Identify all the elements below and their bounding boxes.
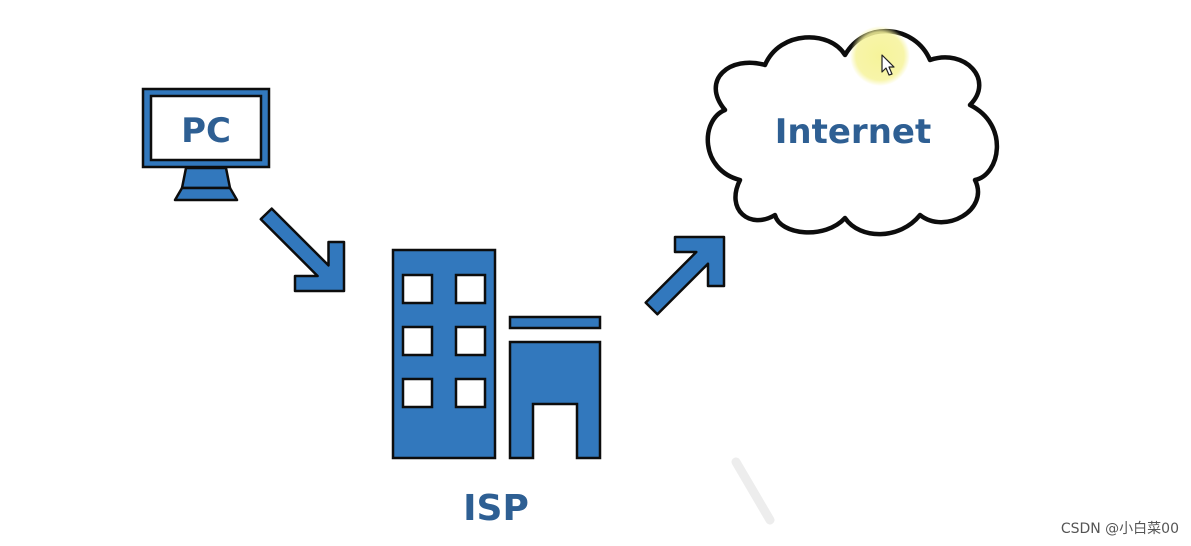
monitor-icon [141, 87, 271, 202]
watermark-text: CSDN @小白菜00 [1060, 521, 1179, 537]
faint-smudge [731, 457, 775, 525]
pc-label: PC [181, 111, 231, 151]
mouse-cursor-icon [881, 54, 895, 76]
isp-label: ISP [463, 488, 529, 529]
isp-node: ISP [391, 248, 602, 529]
internet-node: Internet [705, 26, 1000, 237]
building-icon [391, 248, 602, 460]
arrow-pc-to-isp [259, 207, 346, 293]
arrow-isp-to-internet [644, 235, 726, 316]
cursor-highlight [850, 26, 910, 86]
internet-label: Internet [775, 112, 931, 152]
cloud-icon [705, 29, 1000, 237]
pc-node: PC [141, 87, 271, 202]
